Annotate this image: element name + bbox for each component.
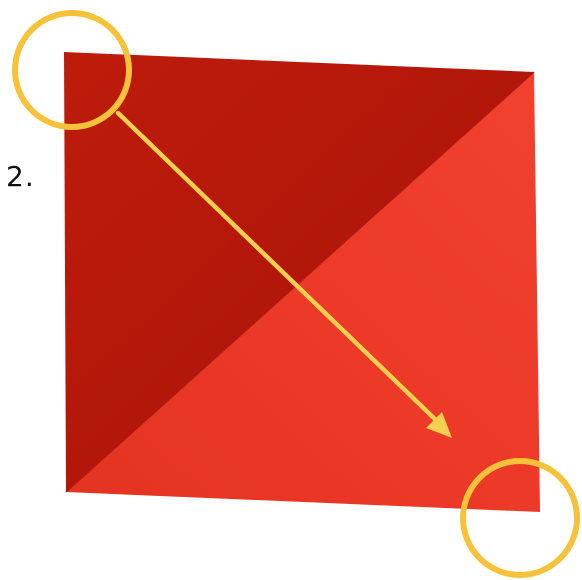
origami-step-illustration: 2. xyxy=(0,0,582,580)
origami-diagram xyxy=(0,0,582,580)
